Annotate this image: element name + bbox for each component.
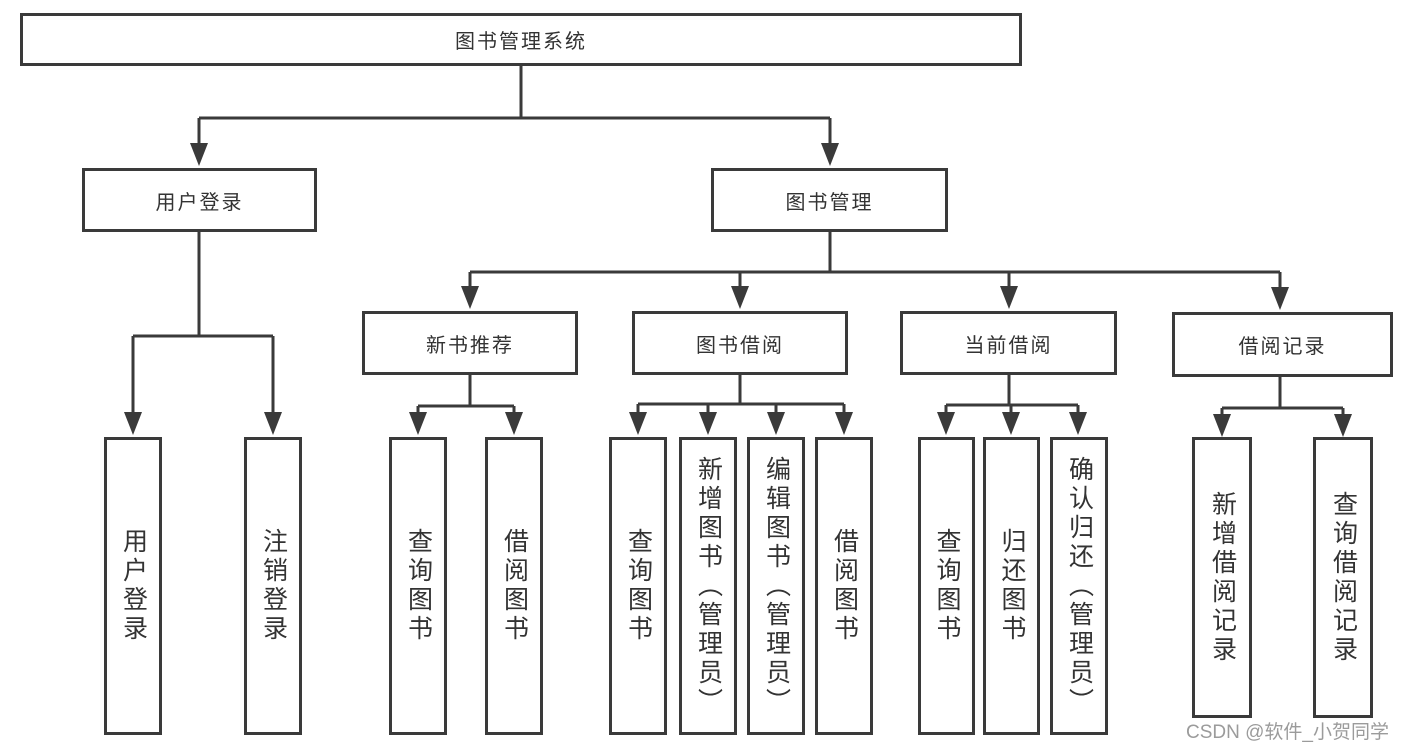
node-bb-add-book: 新增图书（管理员） [679, 437, 737, 735]
node-nb-borrow-book: 借阅图书 [485, 437, 543, 735]
node-br-query-record-label: 查询借阅记录 [1329, 490, 1358, 665]
node-bb-query-book-label: 查询图书 [624, 528, 653, 644]
node-user-login-label: 用户登录 [155, 191, 244, 214]
node-cb-confirm-return-label: 确认归还（管理员） [1065, 455, 1094, 717]
node-login: 用户登录 [104, 437, 162, 735]
node-root: 图书管理系统 [20, 13, 1022, 66]
node-current-borrow-label: 当前借阅 [964, 334, 1053, 357]
node-borrow-record-label: 借阅记录 [1238, 336, 1327, 358]
node-cb-query-book-label: 查询图书 [933, 528, 961, 644]
node-new-book-recommend-label: 新书推荐 [426, 334, 514, 357]
csdn-watermark: CSDN @软件_小贺同学 [1186, 722, 1389, 743]
node-bb-query-book: 查询图书 [609, 437, 667, 735]
node-book-management-label: 图书管理 [785, 191, 874, 214]
node-book-borrow: 图书借阅 [632, 311, 848, 375]
node-br-add-record: 新增借阅记录 [1192, 437, 1252, 718]
node-user-login: 用户登录 [82, 168, 317, 232]
node-logout: 注销登录 [244, 437, 302, 735]
node-new-book-recommend: 新书推荐 [362, 311, 578, 375]
node-current-borrow: 当前借阅 [900, 311, 1117, 375]
node-bb-borrow-book-label: 借阅图书 [830, 528, 859, 644]
node-bb-add-book-label: 新增图书（管理员） [694, 455, 723, 717]
node-book-management: 图书管理 [711, 168, 948, 232]
node-bb-borrow-book: 借阅图书 [815, 437, 873, 735]
node-bb-edit-book-label: 编辑图书（管理员） [762, 455, 791, 717]
node-cb-confirm-return: 确认归还（管理员） [1050, 437, 1108, 735]
node-cb-query-book: 查询图书 [918, 437, 975, 735]
node-br-add-record-label: 新增借阅记录 [1208, 490, 1237, 665]
node-book-borrow-label: 图书借阅 [696, 334, 784, 357]
node-nb-borrow-book-label: 借阅图书 [500, 528, 529, 644]
node-cb-return-book: 归还图书 [983, 437, 1040, 735]
node-br-query-record: 查询借阅记录 [1313, 437, 1373, 718]
node-nb-query-book: 查询图书 [389, 437, 447, 735]
node-login-label: 用户登录 [119, 528, 148, 644]
node-logout-label: 注销登录 [259, 528, 288, 644]
node-cb-return-book-label: 归还图书 [998, 528, 1026, 644]
node-nb-query-book-label: 查询图书 [404, 528, 433, 644]
node-borrow-record: 借阅记录 [1172, 312, 1393, 377]
node-bb-edit-book: 编辑图书（管理员） [747, 437, 805, 735]
node-root-label: 图书管理系统 [455, 31, 587, 53]
